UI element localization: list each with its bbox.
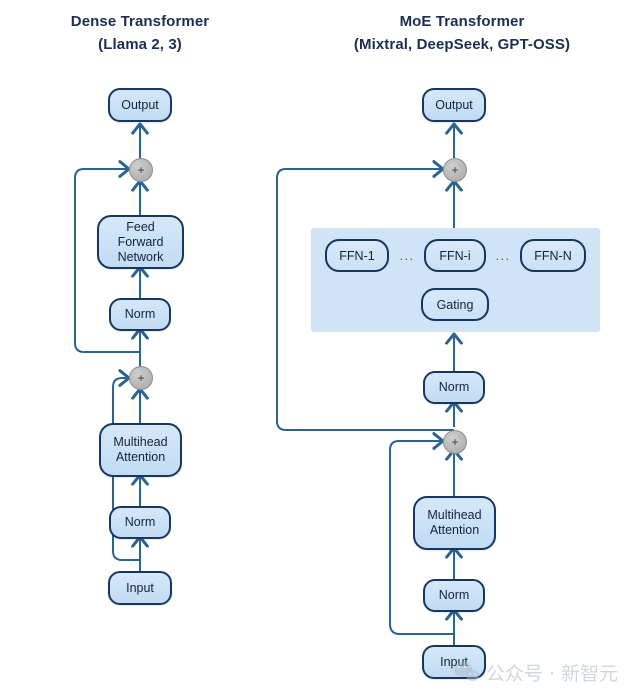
moe-ellipsis-2: ... — [490, 248, 516, 263]
moe-gating-label: Gating — [436, 297, 474, 312]
moe-attention-node[interactable]: Multihead Attention — [413, 496, 496, 550]
dense-feedforward-line2: Network — [117, 249, 164, 264]
dense-attention-node[interactable]: Multihead Attention — [99, 423, 182, 477]
moe-add-top-label: + — [451, 163, 459, 177]
right-title-line1: MoE Transformer — [399, 13, 525, 30]
dense-input-label: Input — [126, 580, 154, 595]
dense-norm-lower-label: Norm — [124, 515, 156, 529]
moe-gating-node[interactable]: Gating — [421, 288, 489, 321]
moe-attention-label: Multihead Attention — [423, 508, 485, 538]
moe-ellipsis-1: ... — [394, 248, 420, 263]
dense-attention-label: Multihead Attention — [109, 435, 171, 465]
dense-norm-lower-node[interactable]: Norm — [109, 506, 171, 539]
dense-add-bottom-label: + — [137, 371, 145, 385]
moe-expert-i[interactable]: FFN-i — [424, 239, 486, 272]
dense-feedforward-line1: Feed Forward — [117, 219, 164, 249]
moe-output-node[interactable]: Output — [422, 88, 486, 122]
dense-add-top-node[interactable]: + — [129, 158, 153, 182]
dense-output-node[interactable]: Output — [108, 88, 172, 122]
moe-expert-1[interactable]: FFN-1 — [325, 239, 389, 272]
moe-add-bottom-node[interactable]: + — [443, 430, 467, 454]
moe-expert-n-label: FFN-N — [534, 248, 572, 263]
dense-attention-line1: Multihead — [113, 435, 168, 449]
dense-feedforward-node[interactable]: Feed Forward Network — [97, 215, 184, 269]
dense-feedforward-label: Feed Forward Network — [99, 220, 182, 265]
moe-attention-line1: Multihead — [427, 508, 482, 522]
moe-expert-1-label: FFN-1 — [339, 248, 375, 263]
left-column-title: Dense Transformer (Llama 2, 3) — [0, 10, 280, 56]
moe-expert-i-label: FFN-i — [439, 248, 471, 263]
moe-norm-lower-label: Norm — [438, 588, 470, 602]
moe-add-top-node[interactable]: + — [443, 158, 467, 182]
right-title-line2: (Mixtral, DeepSeek, GPT-OSS) — [353, 36, 571, 53]
left-title-line1: Dense Transformer — [70, 13, 210, 30]
dense-add-bottom-node[interactable]: + — [129, 366, 153, 390]
moe-add-bottom-label: + — [451, 435, 459, 449]
dense-add-top-label: + — [137, 163, 145, 177]
moe-norm-lower-node[interactable]: Norm — [423, 579, 485, 612]
moe-ellipsis-2-label: ... — [495, 248, 511, 263]
moe-input-node[interactable]: Input — [422, 645, 486, 679]
left-title-line2: (Llama 2, 3) — [98, 36, 182, 53]
right-column-title: MoE Transformer (Mixtral, DeepSeek, GPT-… — [300, 10, 624, 56]
dense-norm-upper-node[interactable]: Norm — [109, 298, 171, 331]
moe-norm-upper-node[interactable]: Norm — [423, 371, 485, 404]
moe-input-label: Input — [440, 654, 468, 669]
moe-expert-n[interactable]: FFN-N — [520, 239, 586, 272]
dense-output-label: Output — [121, 97, 159, 112]
moe-norm-upper-label: Norm — [438, 380, 470, 394]
dense-attention-line2: Attention — [115, 450, 166, 464]
moe-output-label: Output — [435, 97, 473, 112]
dense-input-node[interactable]: Input — [108, 571, 172, 605]
moe-attention-line2: Attention — [429, 523, 480, 537]
dense-norm-upper-label: Norm — [124, 307, 156, 321]
moe-ellipsis-1-label: ... — [399, 248, 415, 263]
